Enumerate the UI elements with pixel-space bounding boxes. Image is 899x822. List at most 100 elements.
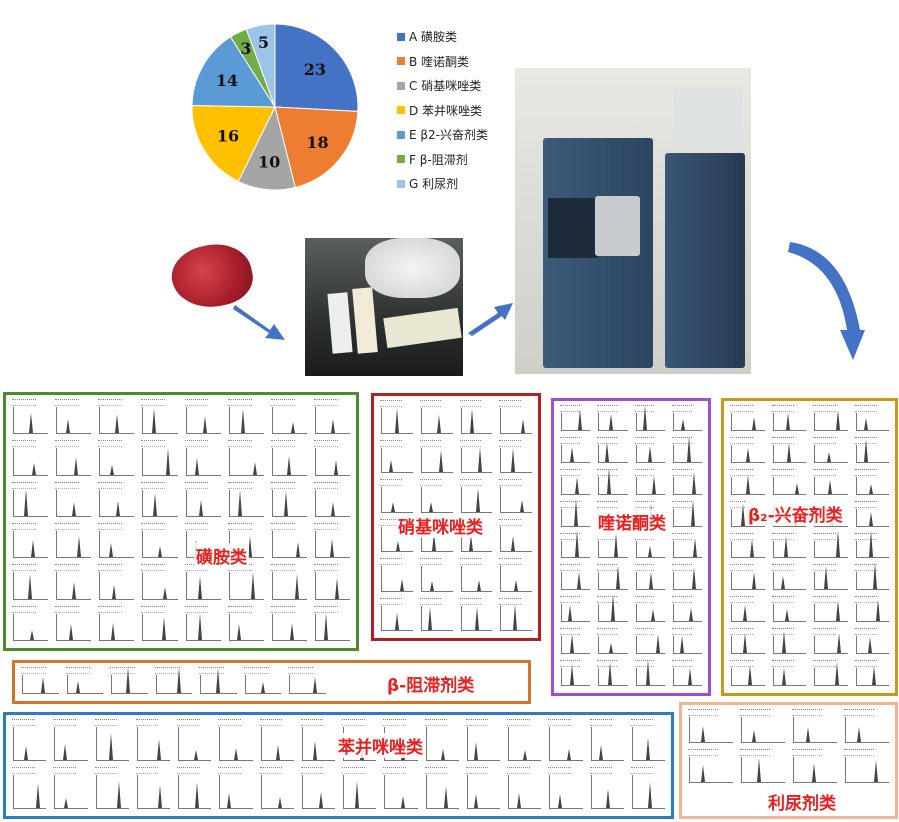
- chromatogram-peak: [605, 441, 610, 462]
- legend-swatch: [397, 155, 405, 163]
- chromatogram-thumbnail: [559, 596, 591, 623]
- chromatogram-thumbnail: [94, 767, 129, 809]
- panel-label: 硝基咪唑类: [396, 513, 485, 538]
- chromatogram-peak: [513, 579, 518, 591]
- chromatogram-peak: [355, 781, 360, 808]
- chromatogram-thumbnail: [548, 719, 583, 761]
- chromatogram-peak: [655, 634, 660, 654]
- chromatogram-thumbnail: [380, 518, 413, 552]
- chromatogram-peak: [283, 490, 288, 516]
- chromatogram-peak: [395, 541, 400, 551]
- chromatogram-peak: [520, 499, 525, 512]
- chromatogram-thumbnail: [792, 749, 837, 783]
- chromatogram-thumbnail: [559, 498, 591, 527]
- chromatogram-thumbnail: [227, 605, 264, 641]
- chromatogram-peak: [651, 609, 656, 622]
- pie-slice: [191, 105, 276, 183]
- panel-label: β₂-兴奋剂类: [746, 501, 845, 526]
- chromatogram-peak: [194, 782, 199, 808]
- chromatogram-thumbnail: [110, 667, 148, 694]
- chromatogram-peak: [648, 546, 653, 558]
- chromatogram-thumbnail: [176, 767, 212, 809]
- chromatogram-thumbnail: [730, 564, 765, 591]
- chromatogram-thumbnail: [313, 522, 350, 559]
- chromatogram-peak: [680, 418, 685, 430]
- chromatogram-peak: [474, 794, 479, 808]
- chromatogram-peak: [646, 659, 651, 685]
- chromatogram-peak: [69, 623, 74, 640]
- chromatogram-thumbnail: [634, 468, 665, 495]
- panel-label: 利尿剂类: [766, 789, 838, 814]
- pie-data-label: 18: [306, 133, 328, 152]
- pie-slice: [274, 106, 359, 189]
- chromatogram-thumbnail: [597, 594, 628, 623]
- chromatogram-thumbnail: [813, 468, 848, 495]
- chromatogram-peak: [613, 533, 618, 558]
- chromatogram-thumbnail: [419, 479, 453, 513]
- chromatogram-thumbnail: [11, 522, 49, 559]
- chromatogram-thumbnail: [270, 398, 307, 435]
- chromatogram-peak: [700, 726, 705, 742]
- chromatogram-thumbnail: [459, 400, 493, 434]
- chromatogram-thumbnail: [597, 436, 628, 463]
- chromatogram-thumbnail: [11, 719, 47, 761]
- beta2-agonists-panel: β₂-兴奋剂类: [721, 398, 898, 696]
- chromatogram-peak: [195, 457, 200, 475]
- chromatogram-thumbnail: [634, 564, 665, 591]
- arrow-icon: [233, 305, 285, 340]
- lcms-instrument-photo: [515, 68, 751, 374]
- chromatogram-thumbnail: [771, 436, 806, 463]
- chromatogram-thumbnail: [184, 481, 221, 517]
- chromatogram-thumbnail: [141, 564, 178, 600]
- chromatogram-thumbnail: [730, 500, 765, 527]
- chromatogram-peak: [566, 749, 571, 760]
- chromatogram-peak: [522, 750, 527, 760]
- chromatogram-thumbnail: [730, 532, 765, 559]
- chromatogram-peak: [692, 471, 697, 494]
- chromatogram-peak: [785, 412, 790, 430]
- chromatogram-thumbnail: [559, 436, 591, 463]
- chromatogram-peak: [868, 637, 873, 654]
- chromatogram-thumbnail: [499, 597, 532, 631]
- chromatogram-peak: [289, 622, 294, 640]
- chromatogram-peak: [23, 488, 28, 516]
- chromatogram-peak: [611, 594, 616, 622]
- chromatogram-thumbnail: [300, 719, 335, 761]
- chromatogram-peak: [608, 662, 613, 685]
- chromatogram-thumbnail: [419, 439, 453, 473]
- chromatogram-peak: [782, 668, 786, 685]
- chromatogram-peak: [690, 499, 695, 526]
- chromatogram-peak: [108, 733, 113, 760]
- chromatogram-peak: [781, 576, 786, 590]
- chromatogram-peak: [390, 501, 395, 512]
- chromatogram-peak: [805, 727, 810, 742]
- legend-label: D 苯并咪唑类: [409, 103, 483, 118]
- chromatogram-thumbnail: [671, 405, 702, 431]
- chromatogram-thumbnail: [671, 532, 702, 559]
- chromatogram-peak: [868, 511, 873, 526]
- chromatogram-peak: [401, 796, 406, 808]
- chromatogram-thumbnail: [671, 564, 702, 591]
- chromatogram-thumbnail: [227, 398, 264, 435]
- pie-data-label: 10: [258, 153, 280, 172]
- pie-slice: [191, 36, 276, 108]
- chromatogram-thumbnail: [548, 767, 583, 809]
- chromatogram-peak: [521, 418, 526, 433]
- chromatogram-thumbnail: [341, 767, 377, 809]
- chromatogram-thumbnail: [634, 628, 665, 655]
- chromatogram-thumbnail: [740, 749, 785, 783]
- chromatogram-thumbnail: [227, 564, 264, 600]
- chromatogram-thumbnail: [227, 440, 264, 476]
- chromatogram-peak: [125, 667, 130, 693]
- chromatogram-peak: [786, 442, 791, 462]
- chromatogram-peak: [836, 409, 841, 430]
- chromatogram-thumbnail: [771, 405, 806, 431]
- chromatogram-peak: [110, 464, 115, 475]
- chromatogram-thumbnail: [53, 719, 88, 761]
- chromatogram-thumbnail: [11, 481, 49, 517]
- chromatogram-peak: [177, 667, 182, 693]
- chromatogram-thumbnail: [688, 749, 733, 783]
- chromatogram-thumbnail: [227, 481, 264, 517]
- chromatogram-peak: [857, 727, 862, 742]
- chromatogram-peak: [161, 616, 166, 640]
